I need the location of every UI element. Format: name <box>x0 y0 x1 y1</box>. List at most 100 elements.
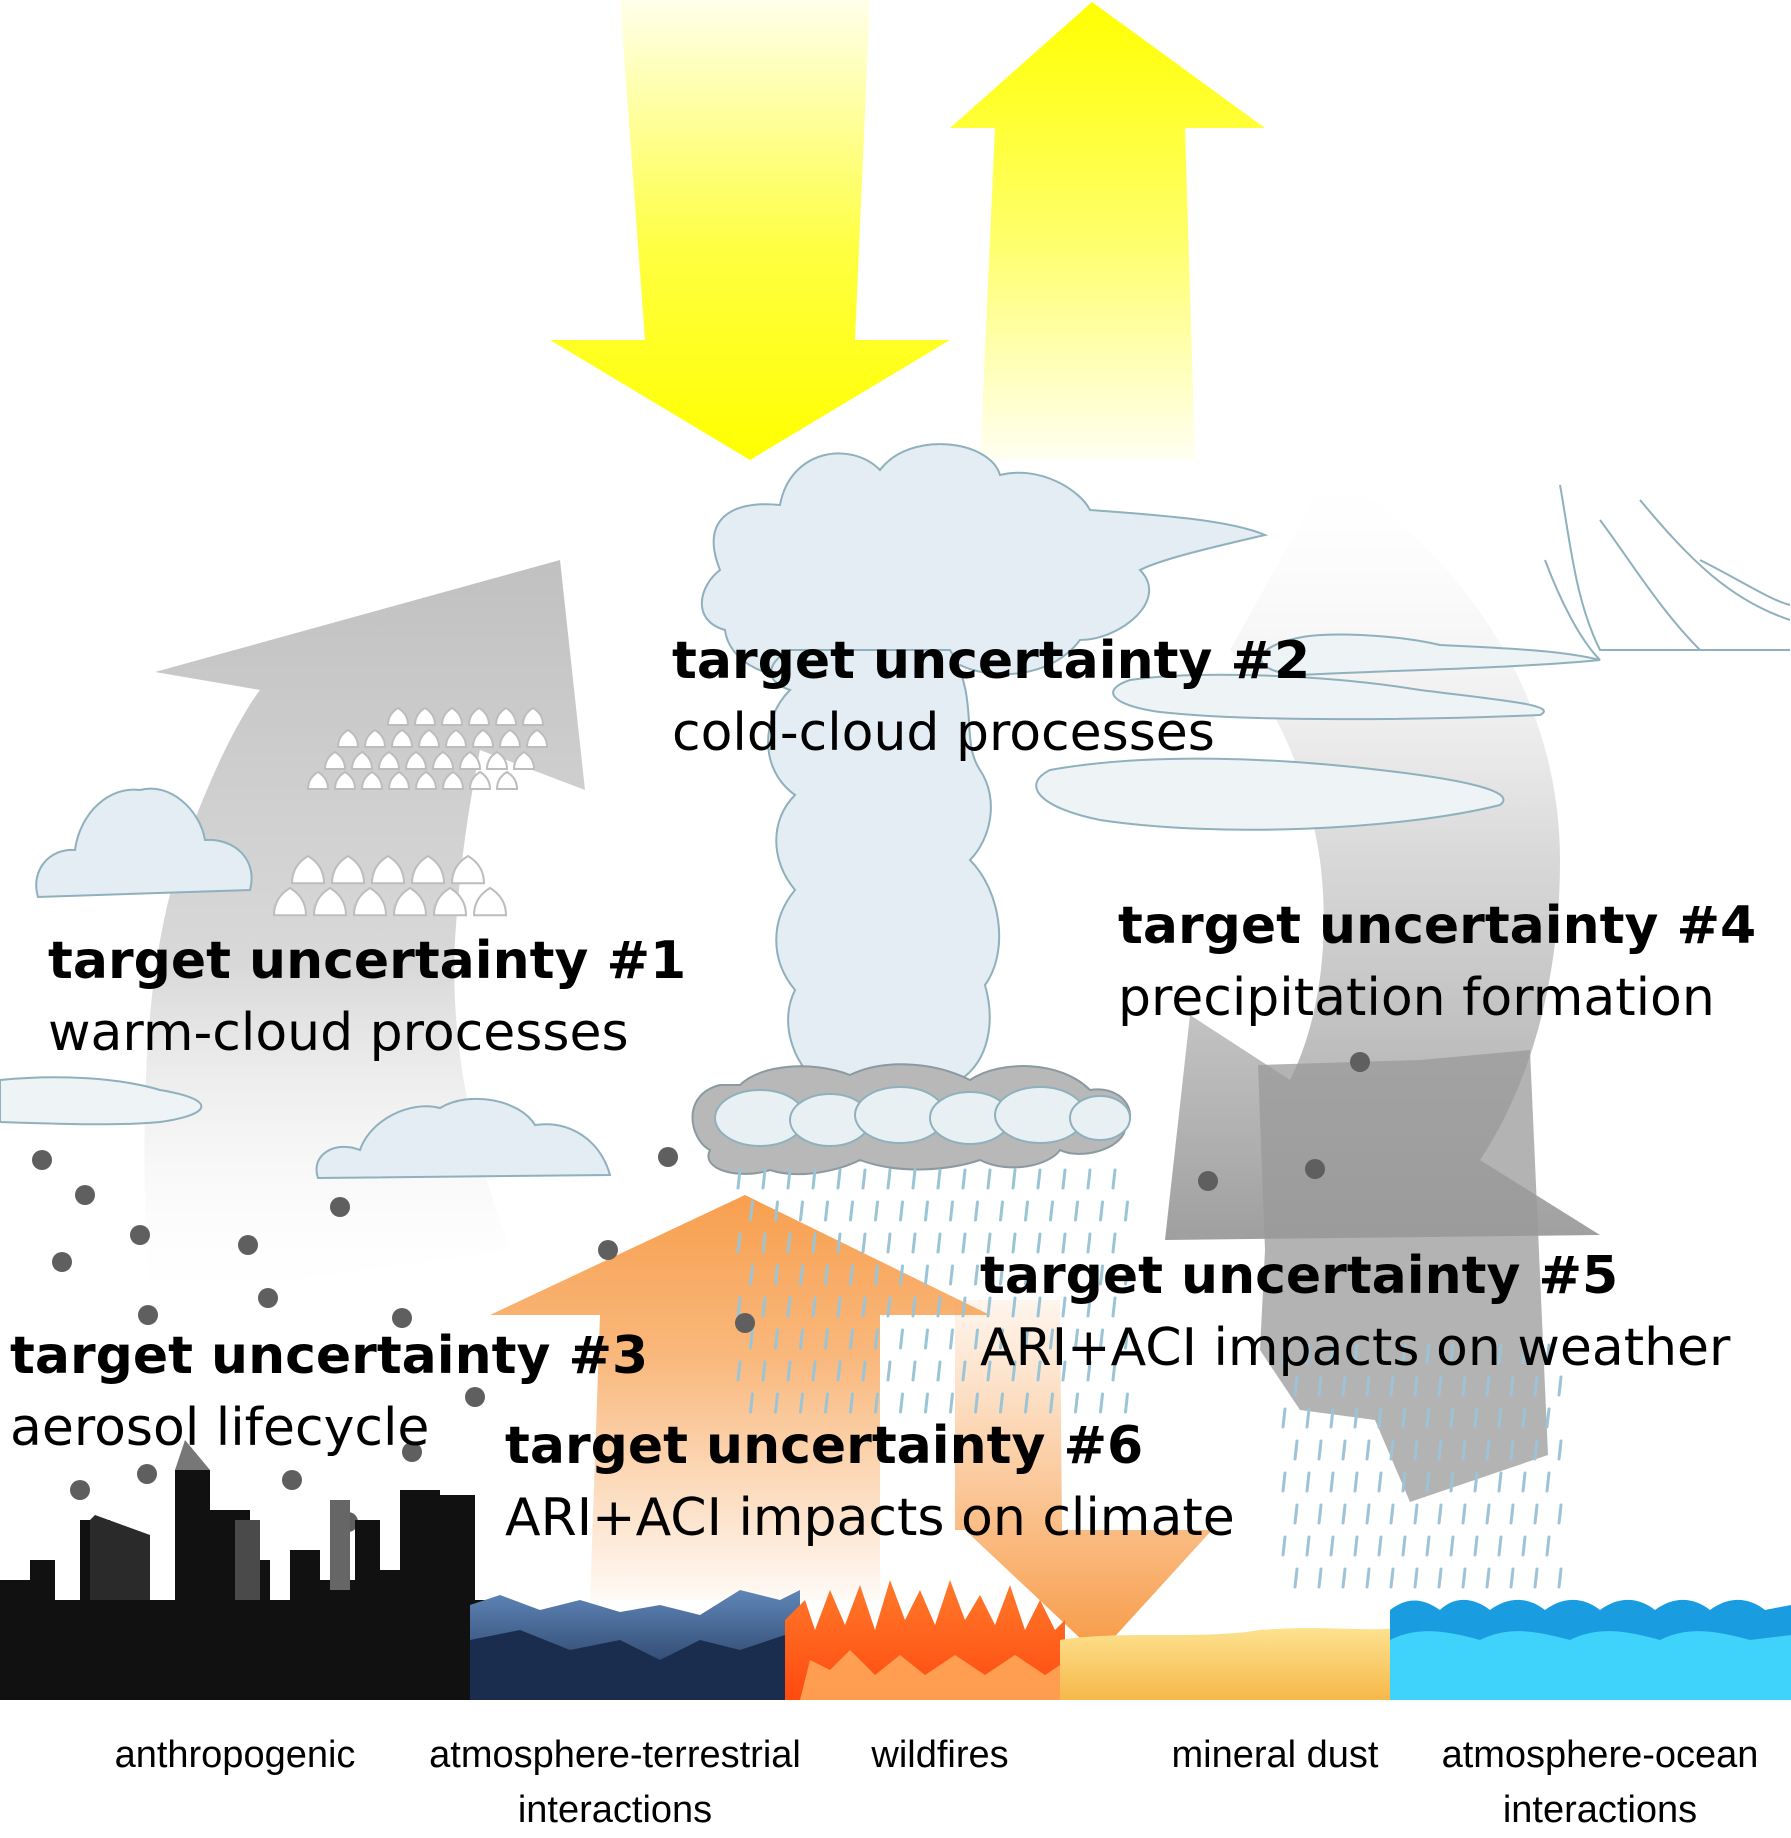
rain-streak <box>861 1168 867 1190</box>
rain-streaks <box>736 1168 1563 1589</box>
rain-streak <box>886 1296 892 1318</box>
droplet-symbol <box>352 886 388 917</box>
aerosol-particle <box>282 1470 302 1490</box>
rain-streak <box>786 1360 792 1382</box>
rain-streak <box>1341 1439 1347 1461</box>
rain-streak <box>1437 1375 1443 1397</box>
droplet-symbol <box>440 706 464 726</box>
rain-streak <box>999 1200 1004 1222</box>
droplet-symbol <box>306 770 330 790</box>
source-atmosphere-ocean-line1: atmosphere-ocean <box>1441 1734 1759 1776</box>
rain-streak <box>1485 1375 1491 1397</box>
droplet-symbol <box>458 750 482 770</box>
rain-streak <box>1413 1503 1419 1525</box>
rain-streak <box>1024 1264 1029 1286</box>
target-uncertainty-6-title: target uncertainty #6 <box>505 1416 1144 1476</box>
rain-streak <box>974 1392 979 1414</box>
rain-streak <box>1497 1407 1503 1429</box>
rain-streak <box>874 1264 879 1286</box>
rain-streak <box>1509 1439 1515 1461</box>
rain-streak <box>1521 1535 1527 1557</box>
target-uncertainty-4: target uncertainty #4 precipitation form… <box>1118 895 1756 1030</box>
cirrus-clouds <box>1544 484 1791 661</box>
rain-streak <box>1449 1407 1455 1429</box>
rain-streak <box>1293 1503 1299 1525</box>
aerosol-particle <box>258 1288 278 1308</box>
target-uncertainty-3: target uncertainty #3 aerosol lifecycle <box>10 1325 648 1460</box>
droplet-symbol <box>494 706 518 726</box>
rain-streak <box>986 1296 992 1318</box>
droplet-symbol <box>467 706 491 726</box>
droplet-symbol <box>363 728 387 748</box>
rain-streak <box>1124 1392 1129 1414</box>
droplet-symbol <box>392 886 428 917</box>
rain-streak <box>1305 1407 1311 1429</box>
rain-streak <box>1293 1439 1299 1461</box>
aerosol-particle <box>137 1464 157 1484</box>
rain-streak <box>1317 1439 1323 1461</box>
rain-streak <box>886 1232 892 1254</box>
rain-streak <box>1086 1232 1092 1254</box>
rain-streak <box>749 1328 754 1350</box>
rain-streak <box>761 1296 767 1318</box>
rain-streak <box>961 1296 967 1318</box>
rain-streak <box>1353 1407 1359 1429</box>
rain-streak <box>924 1328 929 1350</box>
aerosol-particle <box>70 1480 90 1500</box>
rain-streak <box>811 1296 817 1318</box>
rain-streak <box>1086 1168 1092 1190</box>
rain-streak <box>1011 1360 1017 1382</box>
rain-streak <box>1365 1375 1371 1397</box>
rain-streak <box>886 1168 892 1190</box>
cloud-droplet-symbols <box>272 706 549 917</box>
target-uncertainty-4-subtitle: precipitation formation <box>1118 968 1715 1029</box>
rain-streak <box>999 1264 1004 1286</box>
source-wildfires-label: wildfires <box>871 1734 1009 1776</box>
rain-streak <box>1011 1296 1017 1318</box>
rain-streak <box>911 1232 917 1254</box>
rain-streak <box>1509 1567 1515 1589</box>
rain-streak <box>1011 1232 1017 1254</box>
rain-streak <box>836 1296 842 1318</box>
rain-streak <box>1317 1375 1323 1397</box>
rain-streak <box>1461 1375 1467 1397</box>
rain-streak <box>1437 1503 1443 1525</box>
rain-streak <box>1111 1168 1117 1190</box>
rain-streak <box>936 1168 942 1190</box>
rain-streak <box>799 1328 804 1350</box>
rain-streak <box>774 1392 779 1414</box>
rain-streak <box>849 1328 854 1350</box>
downward-surface-flux-arrow <box>955 1300 1212 1655</box>
target-uncertainty-6-subtitle: ARI+ACI impacts on climate <box>505 1488 1235 1549</box>
rain-streak <box>749 1200 754 1222</box>
rain-streak <box>1329 1535 1335 1557</box>
rain-streak <box>1533 1503 1539 1525</box>
rain-streak <box>1521 1471 1527 1493</box>
rain-streak <box>786 1296 792 1318</box>
rain-streak <box>911 1168 917 1190</box>
droplet-symbol <box>431 750 455 770</box>
rain-streak <box>1557 1503 1563 1525</box>
rain-streak <box>899 1264 904 1286</box>
rain-streak <box>1317 1503 1323 1525</box>
rain-streak <box>799 1392 804 1414</box>
rain-streak <box>1281 1535 1287 1557</box>
droplet-symbol <box>414 770 438 790</box>
target-uncertainty-4-title: target uncertainty #4 <box>1118 896 1757 956</box>
cloud-base-highlights <box>714 1086 1131 1147</box>
rain-streak <box>1074 1264 1079 1286</box>
rain-streak <box>1341 1567 1347 1589</box>
rain-streak <box>824 1328 829 1350</box>
rain-streak <box>1329 1343 1335 1365</box>
rain-streak <box>736 1360 742 1382</box>
rain-streak <box>1317 1567 1323 1589</box>
droplet-symbol <box>512 750 536 770</box>
rain-streak <box>1437 1567 1443 1589</box>
droplet-symbol <box>432 886 468 917</box>
rain-streak <box>899 1200 904 1222</box>
aerosol-particle <box>75 1185 95 1205</box>
rain-streak <box>961 1168 967 1190</box>
rain-streak <box>1473 1343 1479 1365</box>
rain-streak <box>836 1360 842 1382</box>
rain-streak <box>736 1232 742 1254</box>
